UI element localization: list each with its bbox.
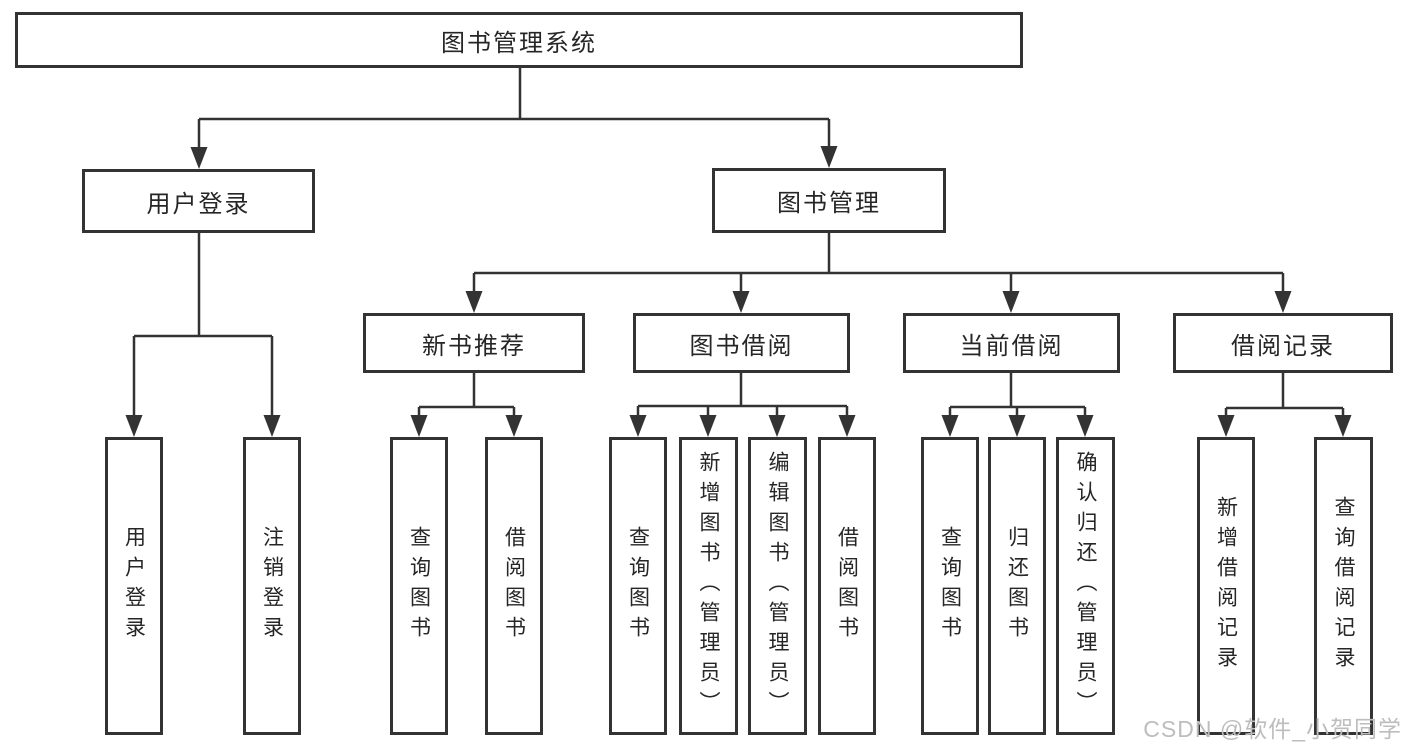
- leaf-user-login-label: 用户登录: [122, 526, 146, 646]
- node-current-borrow: 当前借阅: [903, 313, 1120, 373]
- connector-borrow-record-children: [1224, 373, 1345, 420]
- leaf-borrow-add-book-admin: 新增图书（管理员）: [679, 437, 738, 735]
- leaf-borrow-query-book-label: 查询图书: [626, 526, 650, 646]
- node-user-login: 用户登录: [82, 169, 315, 233]
- leaf-current-return-book: 归还图书: [988, 437, 1046, 735]
- node-borrow-record-label: 借阅记录: [1231, 332, 1335, 360]
- leaf-record-query-record: 查询借阅记录: [1314, 437, 1373, 735]
- connector-user-login-children: [132, 233, 274, 420]
- leaf-current-query-book-label: 查询图书: [938, 526, 962, 646]
- node-borrow-record: 借阅记录: [1173, 313, 1393, 373]
- connector-new-book-recommend-children: [417, 373, 516, 420]
- leaf-borrow-query-book: 查询图书: [609, 437, 667, 735]
- leaf-newrec-query-book-label: 查询图书: [407, 526, 431, 646]
- arrow-icon: [505, 415, 523, 437]
- leaf-current-return-book-label: 归还图书: [1005, 526, 1029, 646]
- csdn-watermark: CSDN @软件_小贺同学: [1143, 716, 1402, 742]
- leaf-borrow-borrow-book-label: 借阅图书: [835, 526, 859, 646]
- arrow-icon: [941, 415, 959, 437]
- arrow-icon: [125, 415, 143, 437]
- leaf-current-confirm-return-admin-label: 确认归还（管理员）: [1074, 451, 1097, 721]
- node-root-label: 图书管理系统: [441, 29, 597, 57]
- arrow-icon: [1002, 291, 1020, 313]
- node-current-borrow-label: 当前借阅: [959, 332, 1064, 360]
- connector-current-borrow-children: [948, 373, 1087, 420]
- leaf-newrec-borrow-book: 借阅图书: [485, 437, 543, 735]
- arrow-icon: [768, 415, 786, 437]
- leaf-record-add-record-label: 新增借阅记录: [1214, 496, 1238, 676]
- leaf-borrow-borrow-book: 借阅图书: [818, 437, 876, 735]
- leaf-record-query-record-label: 查询借阅记录: [1332, 496, 1355, 676]
- arrow-icon: [629, 415, 647, 437]
- leaf-user-login: 用户登录: [105, 437, 163, 735]
- node-book-management: 图书管理: [712, 168, 946, 233]
- arrow-icon: [410, 415, 428, 437]
- leaf-borrow-add-book-admin-label: 新增图书（管理员）: [697, 451, 720, 721]
- node-new-book-recommend-label: 新书推荐: [422, 332, 526, 360]
- arrow-icon: [263, 415, 281, 437]
- arrow-icon: [465, 291, 483, 313]
- leaf-current-query-book: 查询图书: [921, 437, 979, 735]
- leaf-record-add-record: 新增借阅记录: [1197, 437, 1255, 735]
- arrowheads: [125, 146, 1352, 437]
- node-new-book-recommend: 新书推荐: [363, 313, 585, 373]
- connector-root-to-level2: [197, 68, 831, 152]
- arrow-icon: [732, 291, 750, 313]
- leaf-logout: 注销登录: [243, 437, 301, 735]
- arrow-icon: [1217, 415, 1235, 437]
- arrow-icon: [838, 415, 856, 437]
- arrow-icon: [820, 146, 838, 168]
- arrow-icon: [190, 147, 208, 169]
- leaf-newrec-query-book: 查询图书: [390, 437, 448, 735]
- leaf-borrow-edit-book-admin: 编辑图书（管理员）: [748, 437, 807, 735]
- arrow-icon: [1008, 415, 1026, 437]
- arrow-icon: [1076, 415, 1094, 437]
- arrow-icon: [1334, 415, 1352, 437]
- connector-book-management-children: [472, 233, 1285, 296]
- leaf-borrow-edit-book-admin-label: 编辑图书（管理员）: [766, 451, 789, 721]
- connector-book-borrow-children: [636, 373, 849, 420]
- leaf-current-confirm-return-admin: 确认归还（管理员）: [1056, 437, 1115, 735]
- leaf-logout-label: 注销登录: [260, 526, 284, 646]
- arrow-icon: [699, 415, 717, 437]
- node-root: 图书管理系统: [15, 12, 1023, 68]
- arrow-icon: [1274, 291, 1292, 313]
- node-user-login-label: 用户登录: [146, 190, 251, 218]
- node-book-borrow-label: 图书借阅: [689, 332, 794, 360]
- node-book-management-label: 图书管理: [777, 190, 881, 217]
- node-book-borrow: 图书借阅: [633, 313, 850, 373]
- leaf-newrec-borrow-book-label: 借阅图书: [502, 526, 526, 646]
